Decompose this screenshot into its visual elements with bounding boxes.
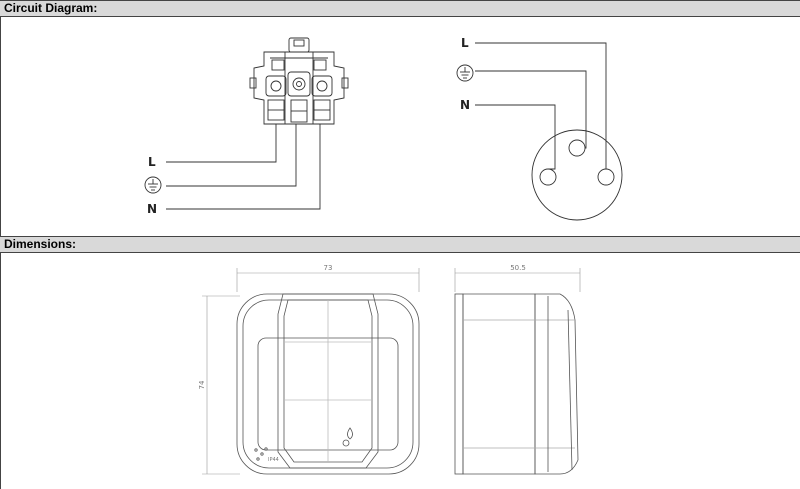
dimensions-header: Dimensions:: [0, 236, 800, 253]
circuit-diagram-panel: [0, 16, 800, 236]
dimensions-panel: [0, 252, 800, 489]
circuit-diagram-title: Circuit Diagram:: [4, 1, 98, 15]
right-neutral-label: N: [460, 98, 470, 112]
depth-dimension: 50.5: [510, 264, 526, 272]
right-live-label: L: [461, 36, 469, 50]
left-wiring: [166, 124, 321, 210]
right-earth-ground-icon: [456, 64, 474, 82]
height-dimension: 74: [198, 380, 206, 389]
socket-insert-drawing: [249, 37, 349, 125]
left-neutral-label: N: [147, 202, 157, 216]
side-view-drawing: [454, 268, 581, 475]
circuit-diagram-header: Circuit Diagram:: [0, 0, 800, 17]
width-dimension: 73: [324, 264, 333, 272]
socket-face-drawing: [475, 42, 623, 221]
ip-rating-label: IP44: [268, 457, 279, 463]
front-view-drawing: [202, 268, 420, 475]
dimensions-title: Dimensions:: [4, 237, 77, 251]
left-live-label: L: [148, 155, 156, 169]
left-earth-ground-icon: [144, 176, 162, 194]
